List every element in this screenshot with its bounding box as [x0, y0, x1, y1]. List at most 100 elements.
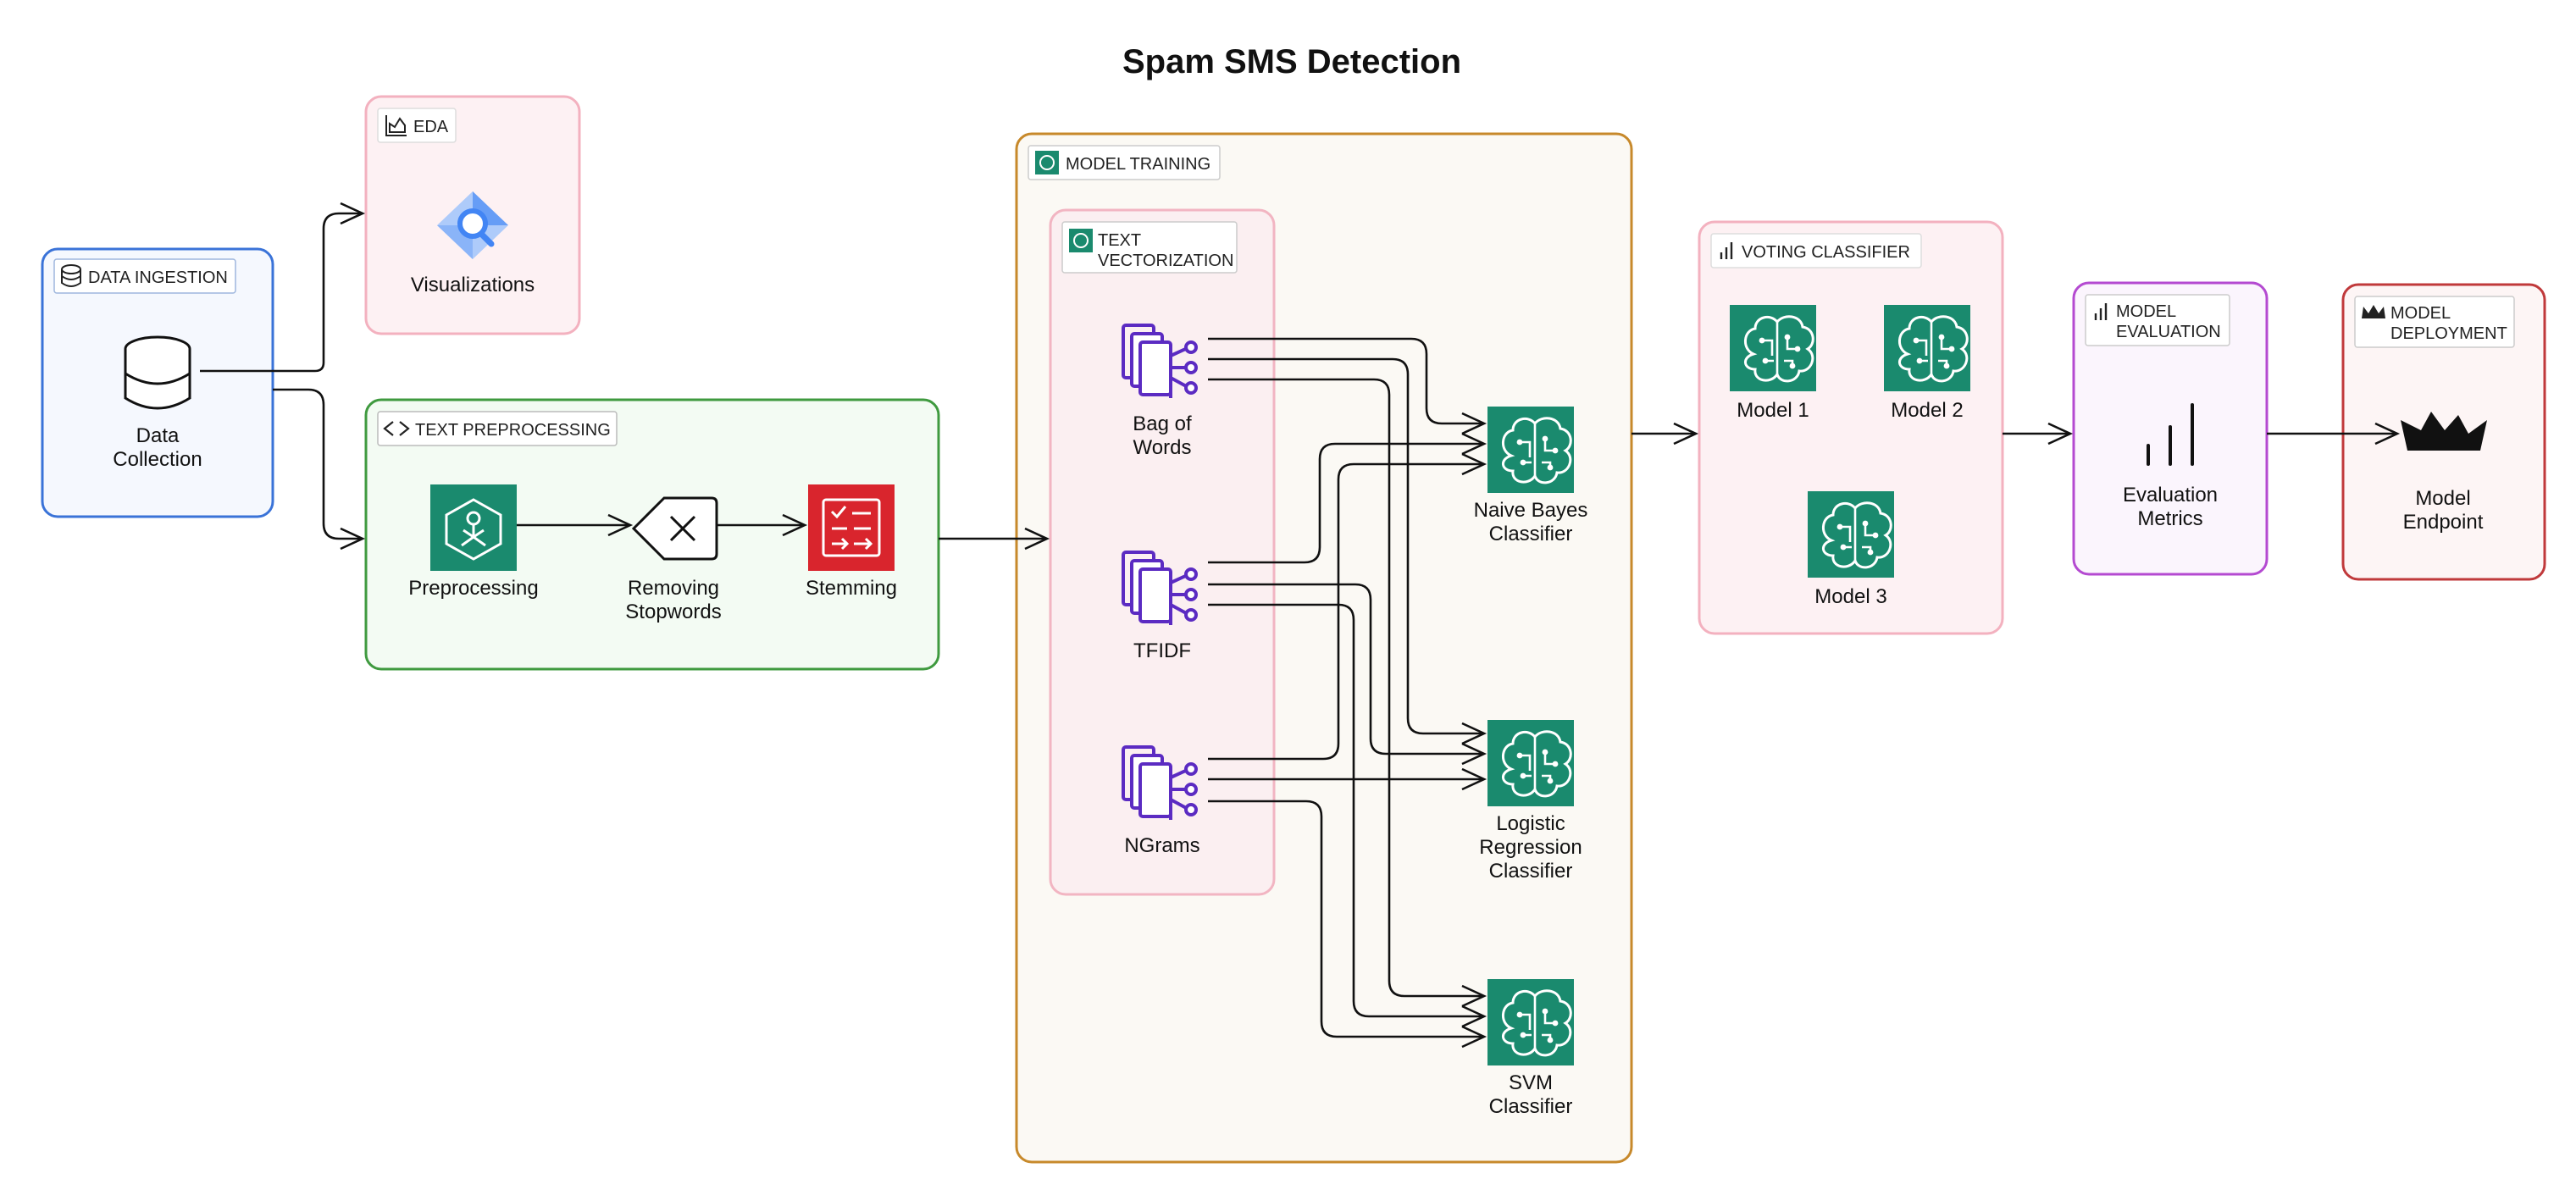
crown-tag-icon — [2362, 305, 2385, 318]
arrowhead — [1461, 742, 1487, 766]
database-tag-icon — [61, 264, 81, 287]
node-model-2[interactable]: Model 2 — [1884, 305, 1970, 422]
sagemaker-tag-icon — [1069, 229, 1093, 252]
arrowhead — [607, 513, 634, 537]
node-label-stemming: Stemming — [806, 577, 897, 600]
arrowhead — [340, 202, 366, 225]
group-label-model-evaluation-2: EVALUATION — [2116, 323, 2221, 341]
node-label-logistic-regression-2: Regression — [1479, 836, 1582, 859]
group-label-model-deployment-2: DEPLOYMENT — [2390, 324, 2507, 343]
node-label-model-2: Model 2 — [1891, 399, 1963, 422]
group-label-model-training: MODEL TRAINING — [1066, 155, 1210, 174]
node-logistic-regression[interactable]: Logistic Regression Classifier — [1479, 720, 1582, 883]
group-label-voting-classifier: VOTING CLASSIFIER — [1742, 243, 1910, 262]
bar-chart-tag-icon — [1720, 242, 1733, 259]
node-label-logistic-regression-3: Classifier — [1489, 860, 1573, 883]
node-label-model-1: Model 1 — [1737, 399, 1809, 422]
node-model-endpoint[interactable]: Model Endpoint — [2401, 412, 2487, 534]
arrowhead — [2374, 422, 2401, 446]
group-label-data-ingestion: DATA INGESTION — [88, 268, 228, 287]
node-label-data-collection-2: Collection — [113, 448, 202, 471]
edge-tfidf-to-naive-bayes[interactable] — [1208, 442, 1484, 564]
edge-bag-of-words-to-naive-bayes[interactable] — [1208, 337, 1484, 425]
node-label-naive-bayes-1: Naive Bayes — [1474, 499, 1588, 522]
node-label-model-endpoint-2: Endpoint — [2403, 511, 2484, 534]
node-ngrams[interactable]: NGrams — [1122, 745, 1200, 857]
remove-x-icon — [631, 496, 718, 561]
node-label-removing-stopwords-1: Removing — [628, 577, 719, 600]
group-label-text-vectorization-2: VECTORIZATION — [1098, 252, 1233, 270]
arrowhead — [1461, 412, 1487, 435]
node-evaluation-metrics[interactable]: Evaluation Metrics — [2123, 403, 2218, 530]
node-label-evaluation-metrics-1: Evaluation — [2123, 484, 2218, 506]
node-label-visualizations: Visualizations — [411, 274, 535, 296]
edge-data-collection-to-text-preprocessing[interactable] — [273, 388, 363, 540]
diagram-title: Spam SMS Detection — [1122, 43, 1461, 80]
edge-tfidf-to-svm[interactable] — [1208, 603, 1484, 1018]
code-brackets-tag-icon — [383, 421, 410, 436]
x-mark — [669, 515, 696, 542]
arrowhead — [1461, 1005, 1487, 1028]
node-label-removing-stopwords-2: Stopwords — [625, 600, 721, 623]
node-preprocessing[interactable]: Preprocessing — [408, 484, 539, 600]
edge-tfidf-to-logistic-regression[interactable] — [1208, 583, 1484, 755]
node-naive-bayes[interactable]: Naive Bayes Classifier — [1474, 407, 1588, 545]
node-svm[interactable]: SVM Classifier — [1487, 979, 1574, 1118]
node-model-1[interactable]: Model 1 — [1730, 305, 1816, 422]
sagemaker-tag-icon — [1035, 151, 1059, 174]
crown-icon — [2401, 412, 2487, 451]
group-text-vectorization[interactable]: TEXT VECTORIZATION — [1049, 208, 1276, 896]
node-label-tfidf: TFIDF — [1133, 639, 1191, 662]
arrowhead — [1461, 984, 1487, 1008]
looker-studio-icon — [437, 191, 508, 259]
node-bag-of-words[interactable]: Bag of Words — [1122, 324, 1198, 459]
checklist-flow-icon — [808, 484, 895, 571]
arrowhead — [1461, 432, 1487, 456]
node-label-model-3: Model 3 — [1814, 585, 1886, 608]
arrowhead — [1461, 767, 1487, 791]
node-data-collection[interactable]: Data Collection — [113, 335, 202, 471]
bar-chart-icon — [2147, 403, 2194, 466]
arrowhead — [2047, 422, 2074, 446]
node-model-3[interactable]: Model 3 — [1808, 491, 1894, 608]
group-label-eda: EDA — [413, 118, 449, 136]
node-label-logistic-regression-1: Logistic — [1496, 812, 1565, 835]
node-label-svm-1: SVM — [1509, 1071, 1553, 1094]
ground-truth-glyph — [445, 498, 502, 561]
arrowhead — [782, 513, 808, 537]
node-label-preprocessing: Preprocessing — [408, 577, 538, 600]
node-label-svm-2: Classifier — [1489, 1095, 1573, 1118]
edge-ngrams-to-svm[interactable] — [1208, 800, 1484, 1038]
arrowhead — [1024, 527, 1050, 551]
area-chart-tag-icon — [385, 115, 407, 136]
node-stemming[interactable]: Stemming — [806, 484, 897, 600]
edges — [200, 202, 2401, 1049]
node-label-ngrams: NGrams — [1124, 834, 1199, 857]
node-label-naive-bayes-2: Classifier — [1489, 523, 1573, 545]
group-label-text-vectorization-1: TEXT — [1098, 231, 1141, 250]
arrowhead — [1461, 722, 1487, 745]
arrowhead — [1461, 452, 1487, 476]
group-label-model-evaluation-1: MODEL — [2116, 302, 2176, 321]
node-label-model-endpoint-1: Model — [2415, 487, 2470, 510]
arrowhead — [340, 527, 366, 551]
checklist-glyph — [822, 498, 881, 557]
bar-chart-tag-icon — [2094, 303, 2108, 320]
group-label-text-preprocessing: TEXT PREPROCESSING — [415, 421, 611, 440]
arrowhead — [1673, 422, 1699, 446]
edge-data-collection-to-eda[interactable] — [200, 212, 363, 373]
group-label-model-deployment-1: MODEL — [2390, 304, 2451, 323]
node-visualizations[interactable]: Visualizations — [411, 191, 535, 296]
node-tfidf[interactable]: TFIDF — [1122, 551, 1198, 662]
node-removing-stopwords[interactable]: Removing Stopwords — [625, 496, 722, 623]
arrowhead — [1461, 1025, 1487, 1049]
edge-bag-of-words-to-svm[interactable] — [1208, 378, 1484, 998]
node-label-evaluation-metrics-2: Metrics — [2137, 507, 2202, 530]
node-label-data-collection-1: Data — [136, 424, 180, 447]
database-icon — [124, 335, 191, 410]
edge-ngrams-to-naive-bayes[interactable] — [1208, 462, 1484, 761]
node-label-bag-of-words-1: Bag of — [1133, 412, 1192, 435]
node-label-bag-of-words-2: Words — [1133, 436, 1192, 459]
edge-bag-of-words-to-logistic-regression[interactable] — [1208, 357, 1484, 735]
